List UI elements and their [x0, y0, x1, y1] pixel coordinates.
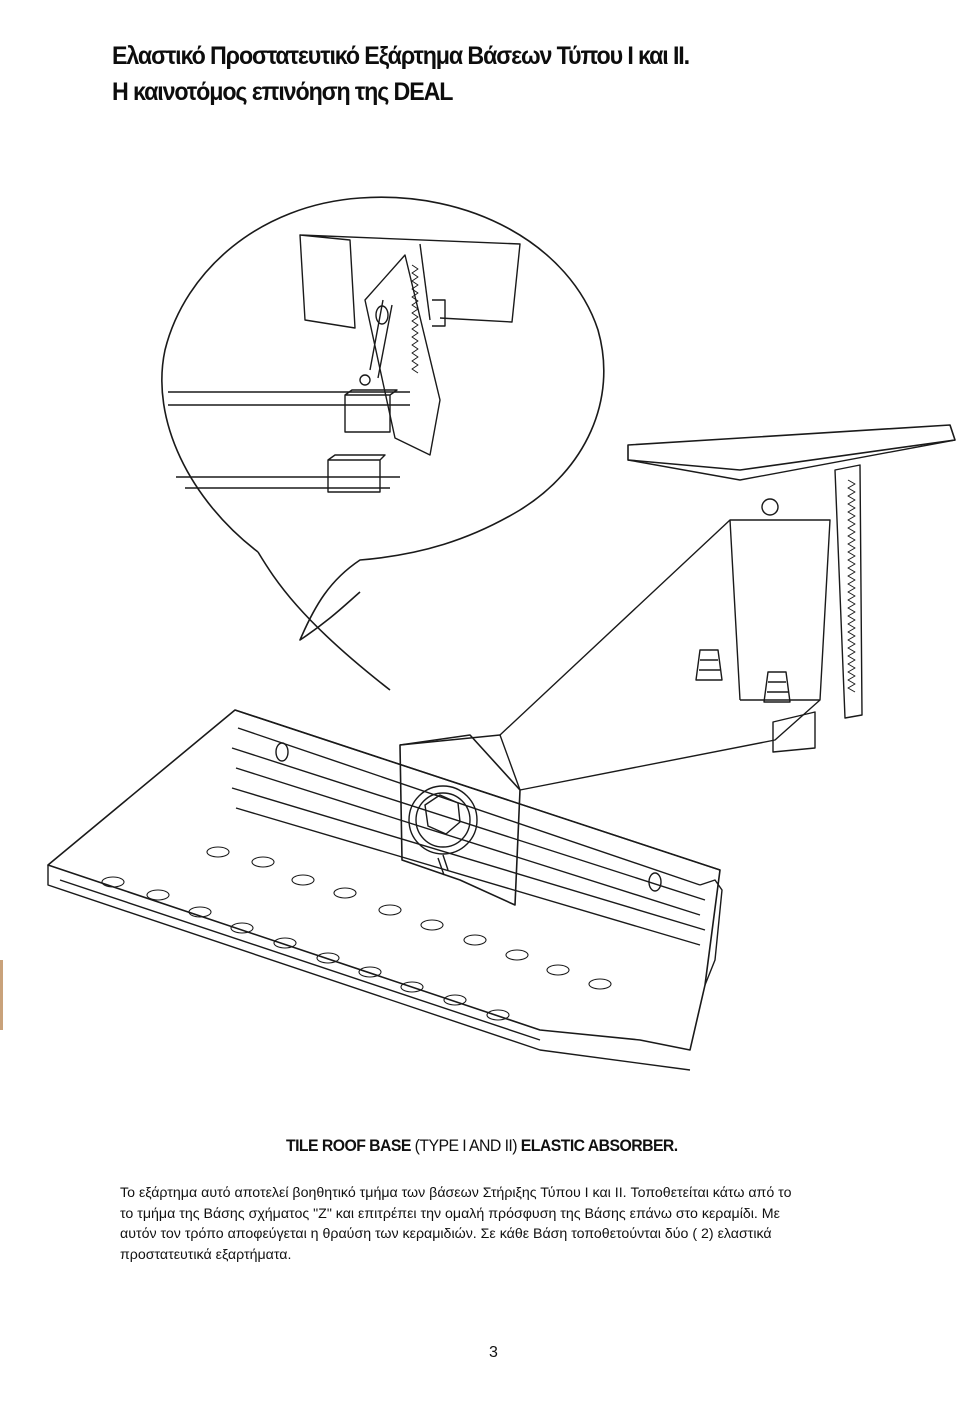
description-line-2: το τμήμα της Βάσης σχήματος "Ζ" και επιτ…: [120, 1205, 780, 1222]
base-assembly: [47, 424, 956, 1071]
caption-heading-bold-1: TILE ROOF BASE: [286, 1136, 411, 1155]
technical-drawing: [47, 196, 956, 1071]
title-line-1: Ελαστικό Προστατευτικό Εξάρτημα Βάσεων Τ…: [112, 42, 690, 70]
detail-callout: [161, 196, 605, 691]
page-title: Ελαστικό Προστατευτικό Εξάρτημα Βάσεων Τ…: [112, 38, 690, 110]
description-line-3: αυτόν τον τρόπο αποφεύγεται η θραύση των…: [120, 1226, 772, 1242]
title-line-2: Η καινοτόμος επινόηση της DEAL: [112, 78, 453, 106]
caption-heading: TILE ROOF BASE (TYPE I AND II) ELASTIC A…: [286, 1136, 678, 1156]
page-number: 3: [489, 1344, 498, 1361]
description-line-4: προστατευτικά εξαρτήματα.: [120, 1246, 292, 1263]
description-paragraph: Το εξάρτημα αυτό αποτελεί βοηθητικό τμήμ…: [120, 1183, 920, 1265]
caption-heading-light: (TYPE I AND II): [410, 1136, 521, 1155]
description-line-1: Το εξάρτημα αυτό αποτελεί βοηθητικό τμήμ…: [120, 1185, 792, 1201]
caption-heading-bold-2: ELASTIC ABSORBER.: [520, 1136, 678, 1155]
scan-edge-mark: [0, 960, 3, 1030]
